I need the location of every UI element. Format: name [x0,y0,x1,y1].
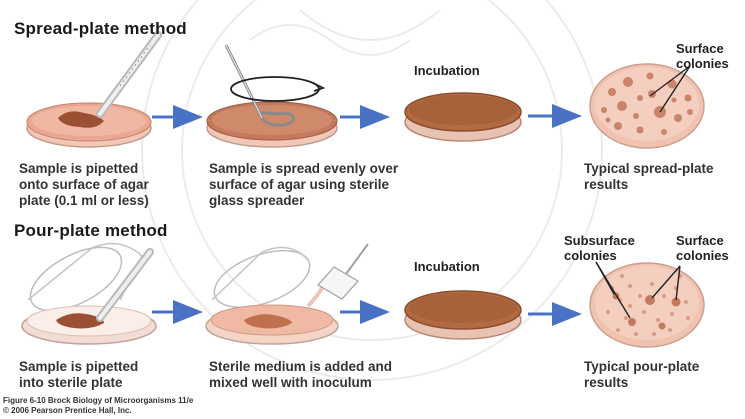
pipette-1 [100,35,158,114]
spread-plate-results [590,64,704,148]
spread-incubation-label: Incubation [414,63,480,78]
pour-caption-3: Typical pour-plate results [584,359,744,391]
pour-caption-1: Sample is pipetted into sterile plate [19,359,204,391]
pour-incubation-label: Incubation [414,259,480,274]
spread-caption-1: Sample is pipetted onto surface of agar … [19,161,204,209]
spread-caption-3: Typical spread-plate results [584,161,744,193]
pour-plate-results [590,262,704,347]
spread-caption-2: Sample is spread evenly over surface of … [209,161,424,209]
spread-plate-1 [27,103,151,147]
pour-plate-title: Pour-plate method [14,221,168,241]
pour-plate-1 [21,234,156,344]
spread-surface-colonies-label: Surface colonies [676,41,729,71]
pour-subsurface-colonies-label: Subsurface colonies [564,233,635,263]
spread-plate-incubation [405,93,521,141]
pour-caption-2: Sterile medium is added and mixed well w… [209,359,424,391]
pour-surface-colonies-label: Surface colonies [676,233,729,263]
spread-plate-title: Spread-plate method [14,19,187,39]
figure-credit: Figure 6-10 Brock Biology of Microorgani… [3,396,303,416]
medium-flask [308,244,368,306]
pour-plate-incubation [405,291,521,339]
rotation-arrow-icon [231,77,323,101]
